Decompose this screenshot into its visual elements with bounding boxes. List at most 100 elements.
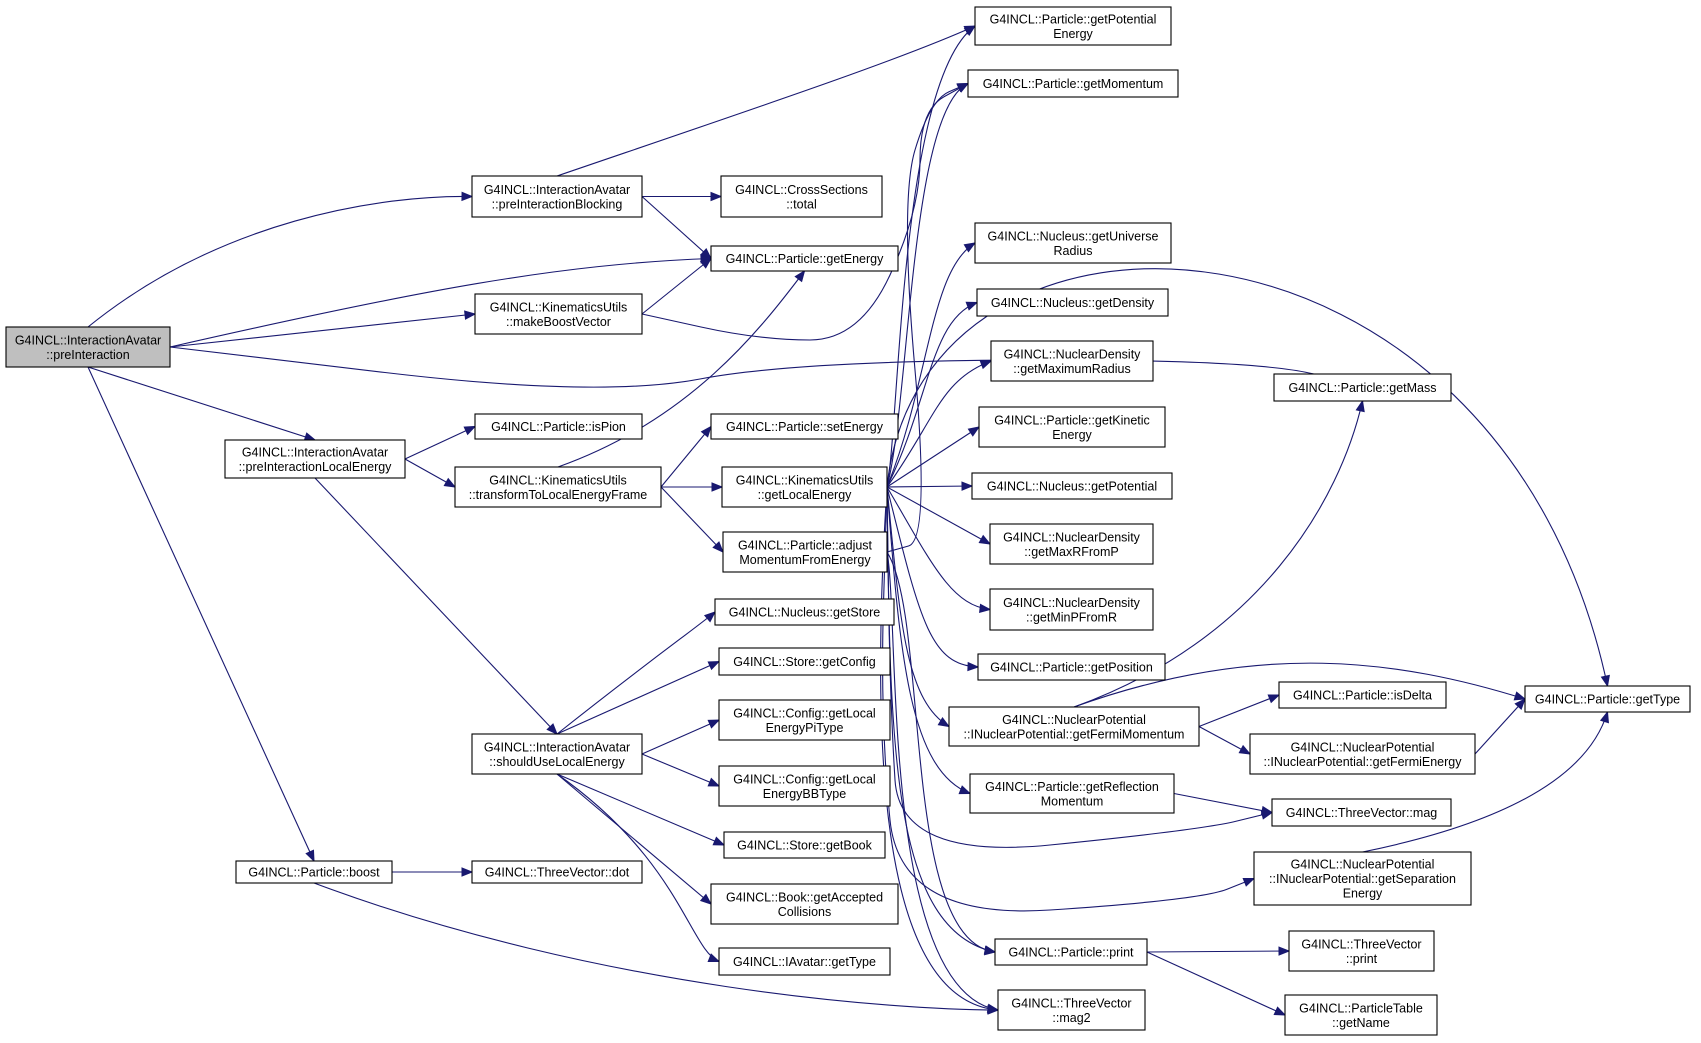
node-box bbox=[474, 413, 643, 440]
node-threeVectorDot[interactable]: G4INCL::ThreeVector::dot bbox=[471, 860, 643, 884]
edge-arrowhead bbox=[961, 481, 974, 491]
edge-arrowhead bbox=[700, 425, 712, 438]
node-box bbox=[1284, 994, 1438, 1036]
node-label: Momentum bbox=[1041, 794, 1104, 808]
node-label: ::preInteractionLocalEnergy bbox=[239, 460, 393, 474]
node-getLocalEnergy[interactable]: G4INCL::KinematicsUtils::getLocalEnergy bbox=[721, 466, 888, 508]
node-nucleusGetPotential[interactable]: G4INCL::Nucleus::getPotential bbox=[971, 472, 1173, 500]
node-box bbox=[471, 175, 643, 218]
node-box bbox=[454, 466, 662, 508]
node-box bbox=[1249, 733, 1476, 775]
node-transformToLocalEnergyFrame[interactable]: G4INCL::KinematicsUtils::transformToLoca… bbox=[454, 466, 662, 508]
node-getFermiMomentum[interactable]: G4INCL::NuclearPotential::INuclearPotent… bbox=[948, 706, 1200, 747]
node-nuclearDensityGetMaxRFromP[interactable]: G4INCL::NuclearDensity::getMaxRFromP bbox=[989, 523, 1154, 565]
node-preInteractionBlocking[interactable]: G4INCL::InteractionAvatar::preInteractio… bbox=[471, 175, 643, 218]
call-edge bbox=[660, 426, 712, 488]
node-particleGetType[interactable]: G4INCL::Particle::getType bbox=[1524, 685, 1691, 713]
edge-arrowhead bbox=[707, 953, 721, 963]
call-edge bbox=[641, 196, 712, 259]
node-threeVectorMag[interactable]: G4INCL::ThreeVector::mag bbox=[1271, 798, 1452, 827]
call-edge bbox=[169, 346, 1363, 402]
node-nucleusGetStore[interactable]: G4INCL::Nucleus::getStore bbox=[714, 598, 895, 626]
edge-arrowhead bbox=[703, 611, 717, 623]
node-particleIsPion[interactable]: G4INCL::Particle::isPion bbox=[474, 413, 643, 440]
node-storeGetConfig[interactable]: G4INCL::Store::getConfig bbox=[718, 647, 891, 676]
node-particleGetEnergy[interactable]: G4INCL::Particle::getEnergy bbox=[710, 245, 899, 272]
call-edge bbox=[886, 486, 996, 953]
call-edge bbox=[886, 360, 992, 488]
node-preInteractionLocalEnergy[interactable]: G4INCL::InteractionAvatar::preInteractio… bbox=[224, 439, 406, 479]
node-getSeparationEnergy[interactable]: G4INCL::NuclearPotential::INuclearPotent… bbox=[1253, 851, 1472, 906]
call-edge bbox=[641, 83, 969, 341]
node-box bbox=[994, 938, 1148, 966]
edge-arrowhead bbox=[707, 719, 721, 729]
node-threeVectorMag2[interactable]: G4INCL::ThreeVector::mag2 bbox=[997, 989, 1146, 1031]
call-edge bbox=[313, 882, 999, 1011]
node-label: G4INCL::ThreeVector bbox=[1301, 937, 1421, 951]
edge-arrowhead bbox=[983, 945, 997, 956]
edge-arrowhead bbox=[699, 893, 713, 905]
node-label: G4INCL::Particle::boost bbox=[248, 866, 380, 880]
node-particlePrint[interactable]: G4INCL::Particle::print bbox=[994, 938, 1148, 966]
edge-arrowhead bbox=[1355, 399, 1365, 413]
edge-arrowhead bbox=[461, 867, 474, 877]
call-edge bbox=[169, 313, 476, 348]
node-label: G4INCL::InteractionAvatar bbox=[15, 333, 161, 347]
node-getFermiEnergy[interactable]: G4INCL::NuclearPotential::INuclearPotent… bbox=[1249, 733, 1476, 775]
node-box bbox=[718, 765, 891, 807]
call-edge bbox=[87, 366, 316, 441]
node-label: G4INCL::Particle::adjust bbox=[738, 538, 873, 552]
node-particleGetMomentum[interactable]: G4INCL::Particle::getMomentum bbox=[967, 69, 1179, 98]
node-label: G4INCL::NuclearPotential bbox=[1291, 858, 1435, 872]
node-label: G4INCL::Particle::getPosition bbox=[990, 661, 1153, 675]
node-particleSetEnergy[interactable]: G4INCL::Particle::setEnergy bbox=[710, 413, 899, 440]
node-box bbox=[5, 326, 171, 368]
node-label: G4INCL::Particle::getKinetic bbox=[994, 413, 1150, 427]
node-threeVectorPrint[interactable]: G4INCL::ThreeVector::print bbox=[1288, 930, 1435, 972]
node-box bbox=[710, 245, 899, 272]
node-label: ::makeBoostVector bbox=[506, 315, 611, 329]
call-edge bbox=[1362, 711, 1609, 853]
call-edge bbox=[886, 301, 978, 488]
node-adjustMomentumFromEnergy[interactable]: G4INCL::Particle::adjustMomentumFromEner… bbox=[722, 531, 888, 573]
node-label: G4INCL::KinematicsUtils bbox=[490, 300, 628, 314]
node-makeBoostVector[interactable]: G4INCL::KinematicsUtils::makeBoostVector bbox=[474, 293, 643, 335]
node-storeGetBook[interactable]: G4INCL::Store::getBook bbox=[723, 831, 886, 859]
node-iavatarGetType[interactable]: G4INCL::IAvatar::getType bbox=[718, 947, 891, 976]
edge-arrowhead bbox=[937, 717, 951, 728]
edge-arrowhead bbox=[1260, 805, 1274, 816]
node-label: Energy bbox=[1343, 887, 1383, 901]
node-label: Energy bbox=[1053, 27, 1093, 41]
node-shouldUseLocalEnergy[interactable]: G4INCL::InteractionAvatar::shouldUseLoca… bbox=[471, 733, 643, 775]
node-particleGetPosition[interactable]: G4INCL::Particle::getPosition bbox=[977, 653, 1166, 681]
node-particleTableGetName[interactable]: G4INCL::ParticleTable::getName bbox=[1284, 994, 1438, 1036]
node-label: G4INCL::Particle::print bbox=[1008, 946, 1134, 960]
node-particleBoost[interactable]: G4INCL::Particle::boost bbox=[235, 860, 393, 884]
call-edge bbox=[556, 773, 720, 963]
node-label: G4INCL::NuclearPotential bbox=[1291, 740, 1435, 754]
node-preInteraction[interactable]: G4INCL::InteractionAvatar::preInteractio… bbox=[5, 326, 171, 368]
node-nuclearDensityGetMinPFromR[interactable]: G4INCL::NuclearDensity::getMinPFromR bbox=[989, 588, 1154, 631]
call-edge bbox=[404, 426, 476, 460]
edge-arrowhead bbox=[1273, 1006, 1287, 1016]
node-label: G4INCL::InteractionAvatar bbox=[484, 740, 630, 754]
node-box bbox=[718, 947, 891, 976]
node-box bbox=[474, 293, 643, 335]
node-box bbox=[1271, 798, 1452, 827]
node-crossSectionsTotal[interactable]: G4INCL::CrossSections::total bbox=[720, 175, 883, 218]
node-box bbox=[718, 647, 891, 676]
edge-arrowhead bbox=[461, 191, 474, 202]
edge-arrowhead bbox=[794, 269, 806, 283]
node-particleIsDelta[interactable]: G4INCL::Particle::isDelta bbox=[1278, 681, 1447, 709]
node-nucleusGetDensity[interactable]: G4INCL::Nucleus::getDensity bbox=[976, 288, 1169, 317]
node-nuclearDensityGetMaximumRadius[interactable]: G4INCL::NuclearDensity::getMaximumRadius bbox=[990, 340, 1154, 382]
node-particleGetMass[interactable]: G4INCL::Particle::getMass bbox=[1273, 373, 1452, 402]
